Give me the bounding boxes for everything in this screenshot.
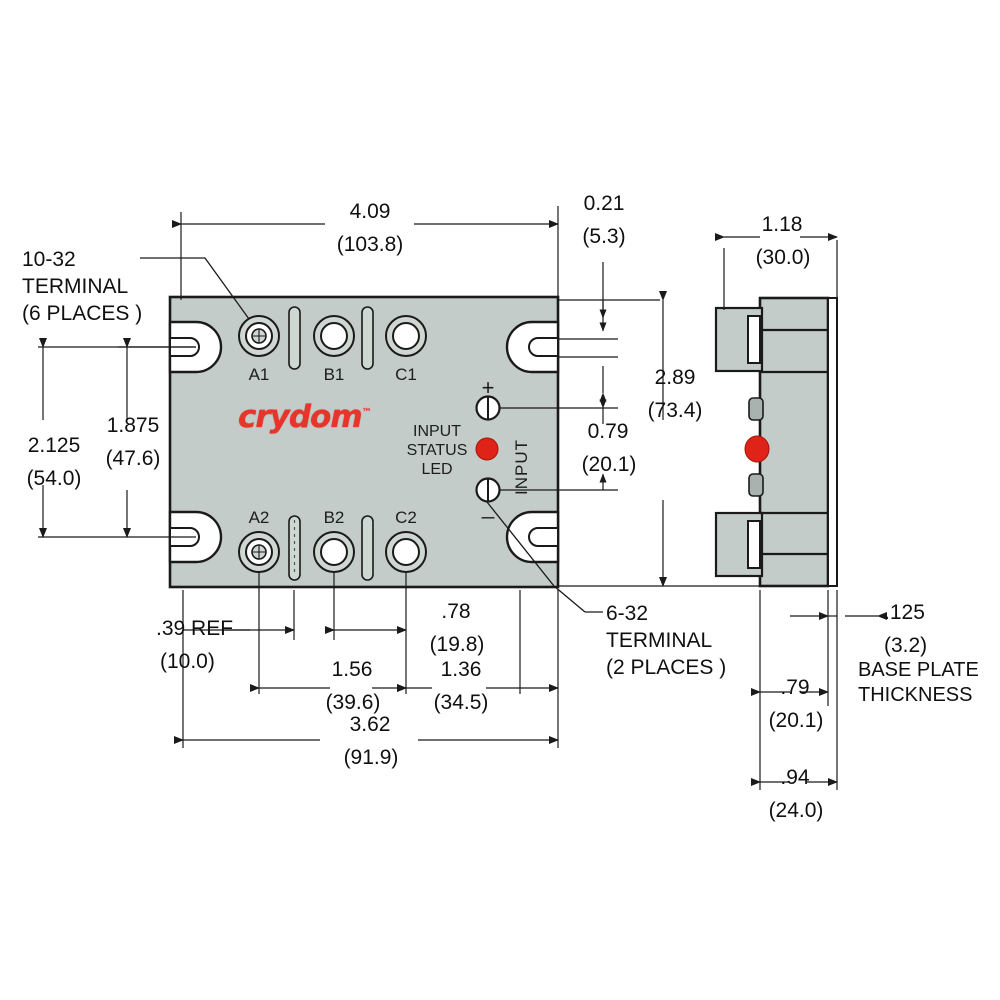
input-terminal-plus [475,395,501,421]
dim-overall-height-inch: 2.125 [27,434,81,457]
terminal-a1 [238,315,280,357]
dim-2-89-mm: (73.4) [647,399,703,422]
dim-hole-spacing-mm: (47.6) [105,447,161,470]
dim-edge-ref-mm: (10.0) [160,650,215,673]
terminal-a2 [238,531,280,573]
dim-side-depth-a-inch: .79 [780,676,810,699]
label-a1: A1 [248,365,270,384]
note-632-terminal: 6-32 TERMINAL (2 PLACES ) [606,602,727,679]
dim-top-width-mm: (103.8) [336,233,404,256]
power-terminals-group [238,315,427,573]
dim-term-c-offset-mm: (19.8) [429,633,485,656]
dim-slot-offset-inch: 0.21 [583,192,625,215]
label-b2: B2 [323,508,345,527]
crydom-logo: crydom™ [238,399,372,435]
note-1032-terminal: 10-32 TERMINAL (6 PLACES ) [22,248,143,325]
dim-a-to-b-mm: (39.6) [325,691,381,714]
dim-b-to-c-inch: 1.36 [440,658,482,681]
dim-input-spacing-inch: 0.79 [587,420,629,443]
dim-top-width-inch: 4.09 [349,200,391,223]
crydom-logo-text: crydom [238,399,363,435]
label-input-minus: _ [481,494,495,519]
label-input-status-led: INPUT STATUS LED [406,423,468,478]
terminal-c2 [385,531,427,573]
label-c2: C2 [395,508,417,527]
dim-2-89-inch: 2.89 [654,366,696,389]
note-base-plate-thickness: BASE PLATE THICKNESS [858,659,979,706]
dim-base-thickness-mm: (3.2) [884,634,928,657]
callout-leaders [140,257,603,613]
dim-term-c-offset-inch: .78 [441,600,471,623]
terminal-b1 [313,315,355,357]
trademark-symbol: ™ [361,407,372,419]
dim-base-thickness-inch: .125 [884,601,925,624]
input-terminals-group [475,395,501,503]
dim-mount-span-inch: 3.62 [349,713,391,736]
dim-a-to-b-inch: 1.56 [331,658,373,681]
dimension-lines-left [38,338,196,538]
dimension-lines-bottom [174,572,559,748]
label-a2: A2 [248,508,270,527]
input-status-led-front [475,437,499,461]
dim-overall-height-mm: (54.0) [26,467,82,490]
dimension-lines-side-bottom [751,590,887,790]
label-b1: B1 [323,365,345,384]
relay-side-view-outline [714,296,838,588]
dim-side-depth-a-mm: (20.1) [768,709,824,732]
dim-side-width-mm: (30.0) [755,246,811,269]
label-c1: C1 [395,365,417,384]
terminal-b2 [313,531,355,573]
dim-side-depth-b-inch: .94 [780,766,810,789]
dim-side-width-inch: 1.18 [761,213,803,236]
dim-edge-ref-inch: .39 REF [156,617,234,640]
dim-input-spacing-mm: (20.1) [581,453,637,476]
terminal-c1 [385,315,427,357]
dim-side-depth-b-mm: (24.0) [768,799,824,822]
dimension-lines-top [172,206,838,587]
dim-hole-spacing-inch: 1.875 [106,414,160,437]
dim-mount-span-mm: (91.9) [343,746,399,769]
label-input-plus: + [481,375,495,400]
label-input-vertical: INPUT [512,439,531,495]
dim-b-to-c-mm: (34.5) [433,691,489,714]
input-status-led-side [744,435,770,463]
input-terminal-minus [475,477,501,503]
dim-slot-offset-mm: (5.3) [582,225,626,248]
